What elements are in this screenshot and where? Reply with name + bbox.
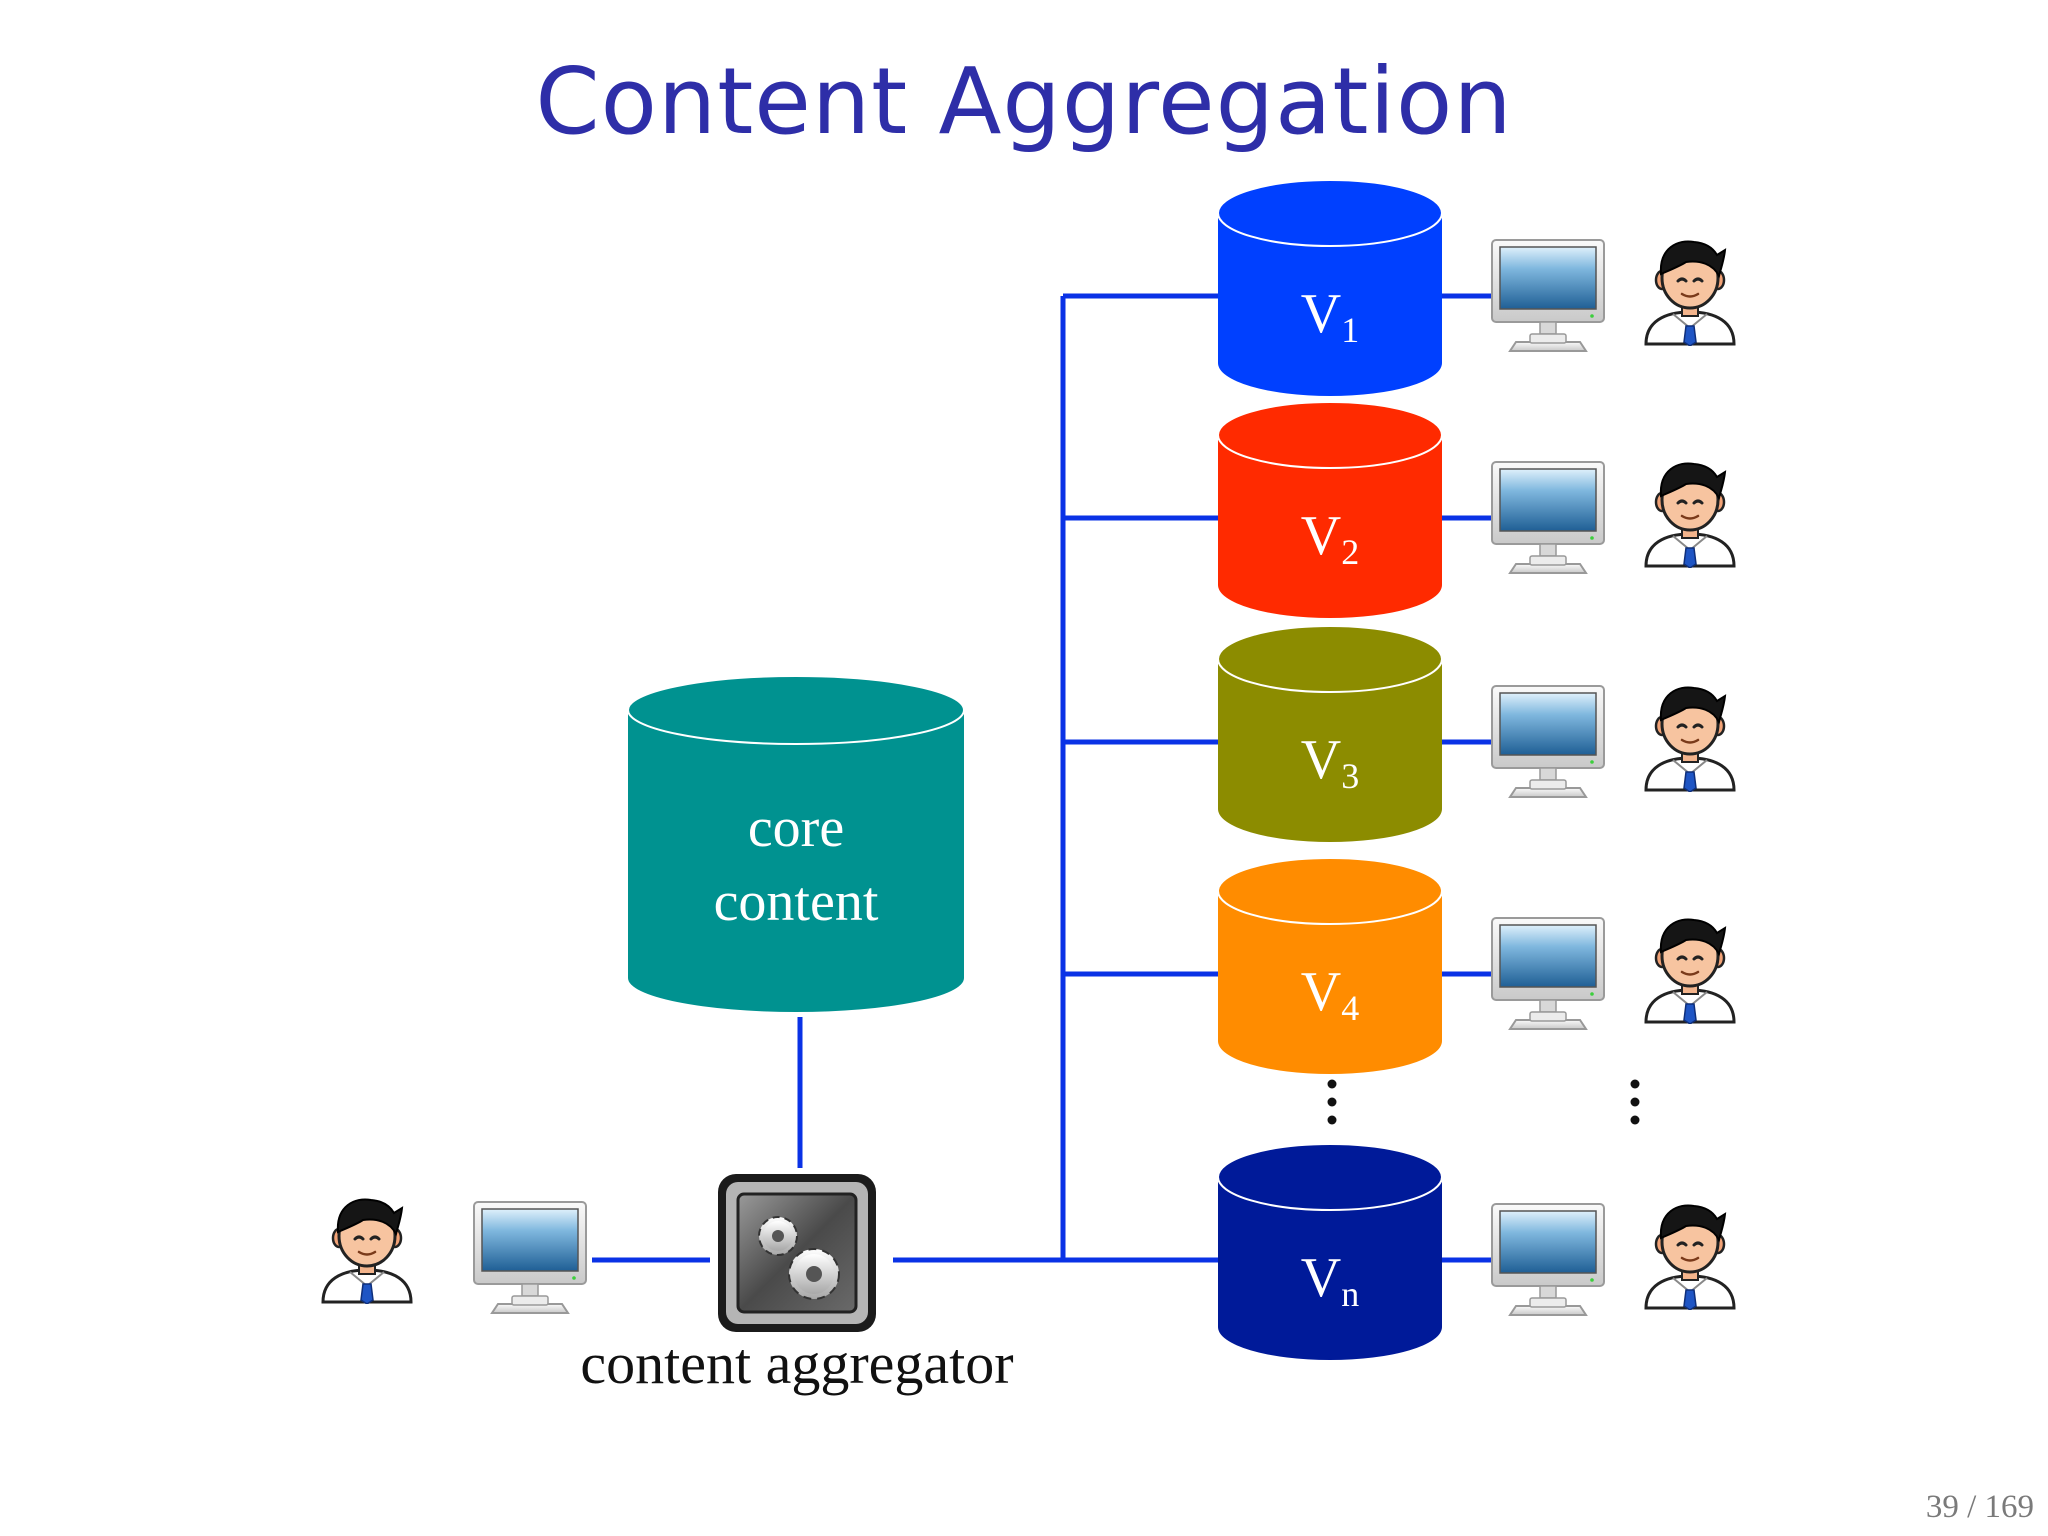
content-aggregator-label: content aggregator bbox=[580, 1331, 1013, 1396]
core-content-label-line2: content bbox=[714, 871, 879, 933]
computer-icon-4 bbox=[1491, 917, 1605, 1030]
database-vn: Vn bbox=[1217, 1143, 1443, 1360]
database-v1: V1 bbox=[1217, 179, 1443, 396]
database-v3: V3 bbox=[1217, 625, 1443, 842]
database-v1-label: V1 bbox=[1301, 283, 1359, 350]
user-icon-3 bbox=[1644, 685, 1736, 792]
computer-icon-1 bbox=[1491, 239, 1605, 352]
computer-icon-3 bbox=[1491, 685, 1605, 798]
slide-title: Content Aggregation bbox=[535, 48, 1513, 155]
ellipsis-icon-databases bbox=[1327, 1079, 1337, 1125]
core-content-label-line1: core bbox=[748, 797, 844, 859]
database-v3-label: V3 bbox=[1301, 729, 1359, 796]
user-icon-n bbox=[1644, 1203, 1736, 1310]
content-aggregator-button[interactable] bbox=[718, 1174, 876, 1332]
database-v4-label: V4 bbox=[1301, 961, 1359, 1028]
database-vn-label: Vn bbox=[1301, 1247, 1359, 1314]
left-user-icon bbox=[321, 1197, 413, 1304]
user-icon-2 bbox=[1644, 461, 1736, 568]
page-number: 39 / 169 bbox=[1925, 1489, 2034, 1525]
database-v2: V2 bbox=[1217, 401, 1443, 618]
ellipsis-icon-users bbox=[1630, 1079, 1640, 1125]
gears-icon bbox=[758, 1216, 840, 1300]
user-icon-1 bbox=[1644, 239, 1736, 346]
computer-icon-n bbox=[1491, 1203, 1605, 1316]
database-v4: V4 bbox=[1217, 857, 1443, 1074]
user-icon-4 bbox=[1644, 917, 1736, 1024]
left-computer-icon bbox=[473, 1201, 587, 1314]
database-v2-label: V2 bbox=[1301, 505, 1359, 572]
computer-icon-2 bbox=[1491, 461, 1605, 574]
connector-lines bbox=[592, 293, 1492, 1263]
core-content-database: core content bbox=[627, 675, 965, 1012]
